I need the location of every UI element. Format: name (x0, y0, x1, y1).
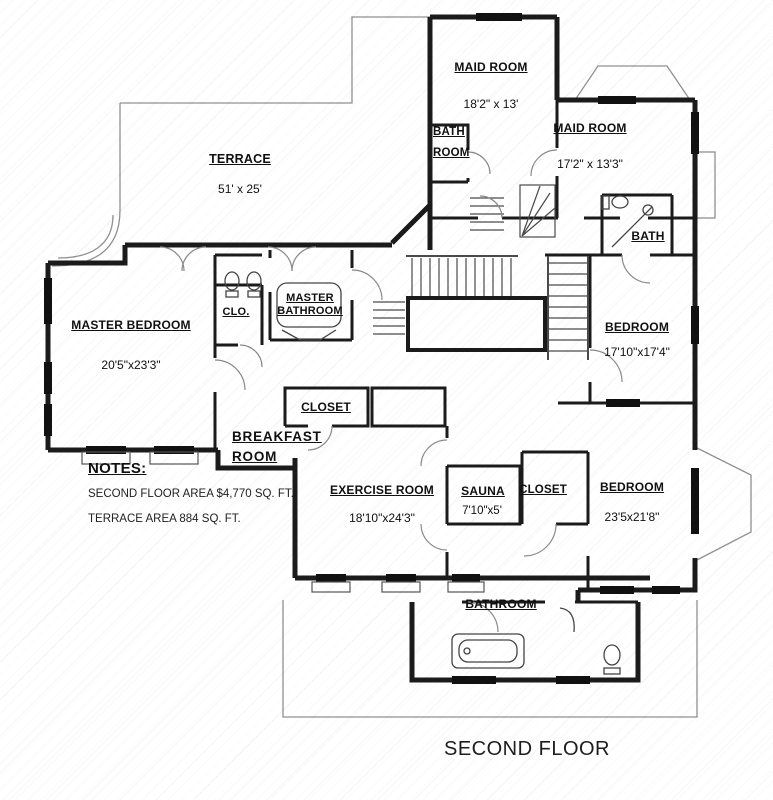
window (606, 399, 640, 407)
window (652, 586, 680, 594)
bay-window-se (696, 447, 752, 561)
window (44, 362, 52, 394)
room-dims-exercise-room: 18'10"x24'3" (349, 511, 415, 525)
back-stair (470, 184, 556, 238)
window (476, 13, 522, 21)
window (556, 676, 590, 684)
room-dims-maid-room-2: 17'2" x 13'3" (557, 157, 623, 171)
stairwell (406, 296, 547, 352)
room-label-bathroom: BATHROOM (465, 597, 537, 611)
windows (44, 13, 699, 684)
door-arc (589, 349, 623, 383)
room-label-bath-ne: BATH (631, 229, 665, 243)
room-dims-master-bedroom: 20'5"x23'3" (101, 358, 161, 372)
bathtub-inner (458, 639, 518, 663)
door-arc (523, 523, 557, 557)
window (600, 586, 634, 594)
bathtub (451, 633, 525, 669)
room-label-exercise-room: EXERCISE ROOM (330, 483, 434, 497)
door-arc (239, 344, 263, 368)
cabinet (601, 195, 610, 210)
window (452, 574, 480, 582)
terrace-outline (51, 16, 698, 718)
room-label-bath-room: BATH ROOM (433, 126, 470, 159)
room-label-bedroom-se: BEDROOM (599, 480, 665, 494)
room-label-master-bedroom: MASTER BEDROOM (71, 318, 191, 332)
room-label-master-bathroom: MASTER BATHROOM (277, 292, 343, 317)
chimney (696, 151, 716, 219)
room-label-bedroom-ne: BEDROOM (604, 320, 670, 334)
door-arc (420, 439, 448, 467)
shower-head (642, 204, 654, 216)
window (316, 574, 346, 582)
door-arc (467, 601, 499, 633)
room-label-breakfast-room: BREAKFAST ROOM (232, 429, 322, 465)
toilet-tank (603, 667, 621, 675)
room-dims-bedroom-se: 23'5x21'8" (604, 510, 660, 524)
window (386, 574, 416, 582)
room-label-terrace: TERRACE (209, 152, 271, 166)
window (598, 96, 636, 104)
room-label-closet-lower: CLOSET (519, 484, 567, 496)
door-arc (479, 195, 503, 219)
notes-line-1: SECOND FLOOR AREA $4,770 SQ. FT. (88, 488, 294, 500)
interior-walls (213, 100, 695, 604)
window (44, 278, 52, 324)
room-dims-bedroom-ne: 17'10"x17'4" (604, 345, 670, 359)
door-arc (181, 246, 207, 272)
dormer-ne (574, 65, 691, 101)
room-dims-sauna: 7'10"x5' (462, 505, 502, 517)
toilet-icon (224, 271, 240, 291)
left-stair-treads (373, 301, 405, 335)
door-arc (214, 359, 246, 391)
fixtures (224, 195, 654, 675)
right-stair-treads (547, 256, 589, 360)
window (691, 468, 699, 534)
room-dims-maid-room-1: 18'2" x 13' (463, 97, 519, 111)
notes-line-2: TERRACE AREA 884 SQ. FT. (88, 513, 241, 525)
room-label-closet-upper: CLOSET (301, 400, 351, 414)
room-label-sauna: SAUNA (461, 484, 505, 498)
door-arc (420, 523, 448, 551)
exterior-walls (45, 14, 698, 683)
tub-drain (463, 647, 471, 655)
window (691, 112, 699, 154)
sink-pipe (559, 607, 575, 633)
toilet-tank (247, 290, 261, 298)
window (86, 446, 126, 454)
door-arc (291, 246, 317, 272)
room-label-maid-room-2: MAID ROOM (553, 121, 627, 135)
window (44, 404, 52, 436)
door-arc (351, 269, 383, 301)
door-arcs (159, 149, 651, 633)
door-arc (467, 151, 491, 175)
door-arc (530, 149, 558, 177)
plan-caption: SECOND FLOOR (443, 738, 611, 760)
room-label-clo: CLO. (222, 306, 250, 318)
door-arc (307, 425, 333, 451)
notes-heading: NOTES: (88, 460, 147, 477)
room-label-maid-room-1: MAID ROOM (454, 60, 528, 74)
door-arc (159, 246, 185, 272)
sink-icon (611, 195, 629, 209)
window (154, 446, 194, 454)
toilet-icon (246, 271, 262, 291)
room-dims-terrace: 51' x 25' (218, 182, 262, 196)
stairs (373, 184, 589, 360)
window-sills (81, 451, 485, 593)
door-arc (621, 254, 651, 284)
door-arc (267, 246, 293, 272)
window (452, 676, 496, 684)
toilet-icon (603, 644, 621, 666)
master-tub (276, 282, 342, 328)
window (691, 306, 699, 344)
main-stair-treads (406, 255, 518, 297)
toilet-tank (225, 290, 239, 298)
master-tub-step (281, 329, 337, 341)
